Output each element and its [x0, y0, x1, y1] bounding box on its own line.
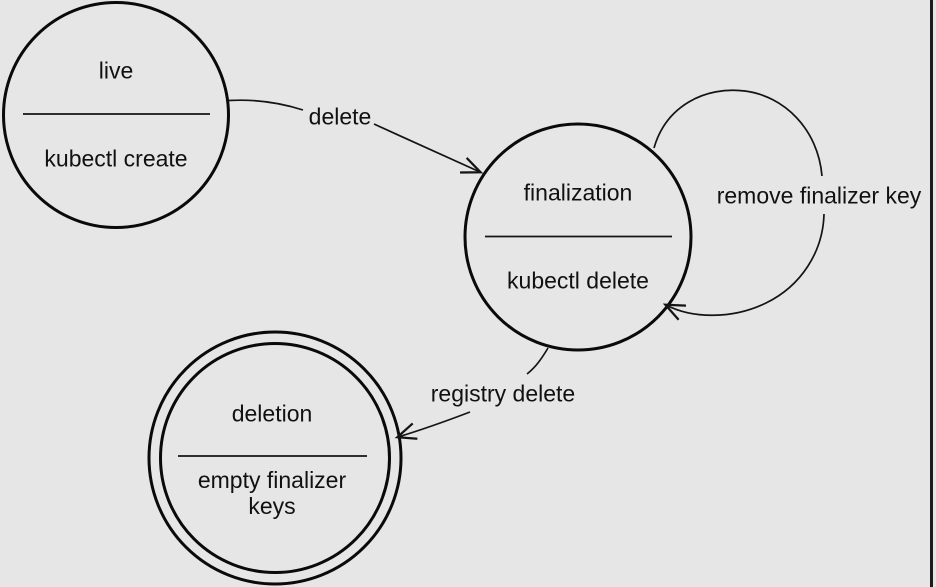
transition-registry-delete[interactable]	[394, 347, 549, 440]
state-node-live[interactable]	[2, 1, 230, 229]
state-title-deletion: deletion	[231, 400, 313, 427]
transition-delete-path-start[interactable]	[228, 99, 304, 111]
state-circle-deletion-outer[interactable]	[147, 330, 403, 586]
transition-registry-delete-path-end[interactable]	[394, 411, 471, 440]
transition-label-remove-finalizer-key: remove finalizer key	[716, 182, 922, 209]
state-node-finalization[interactable]	[463, 122, 693, 352]
state-action-deletion: empty finalizer keys	[197, 467, 347, 519]
transition-delete-path-end[interactable]	[373, 123, 484, 174]
transition-delete[interactable]	[228, 99, 484, 174]
state-title-live: live	[98, 57, 134, 84]
transition-remove-finalizer-key[interactable]	[653, 89, 825, 321]
self-loop-path-start[interactable]	[653, 89, 823, 177]
state-node-deletion[interactable]	[147, 330, 403, 586]
transition-label-registry-delete: registry delete	[430, 380, 576, 407]
transition-label-delete: delete	[308, 103, 372, 130]
self-loop-path-end[interactable]	[662, 213, 825, 321]
state-title-finalization: finalization	[523, 179, 633, 206]
window-right-edge	[930, 0, 933, 587]
state-circle-deletion-inner	[159, 342, 391, 574]
state-circle-live[interactable]	[2, 1, 230, 229]
state-action-finalization: kubectl delete	[507, 267, 649, 294]
transition-registry-delete-path-start[interactable]	[526, 347, 549, 375]
state-action-live: kubectl create	[44, 145, 188, 172]
state-circle-finalization[interactable]	[463, 122, 693, 352]
